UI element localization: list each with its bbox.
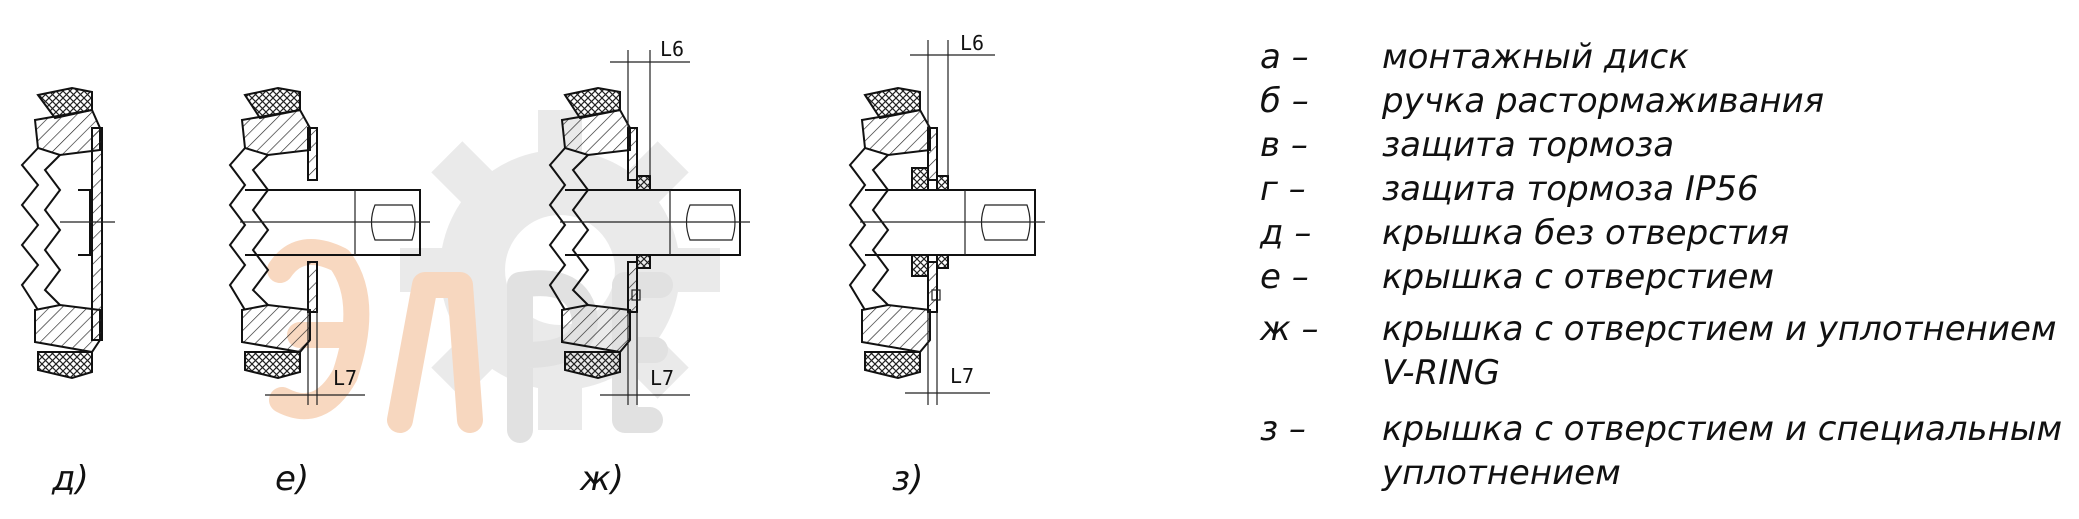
legend-letter-a: а – xyxy=(1260,37,1309,77)
figure-caption-e: е) xyxy=(275,459,309,499)
figure-caption-d: д) xyxy=(51,459,89,499)
dimension-l7-label: L7 xyxy=(650,366,674,390)
watermark-letter-l xyxy=(387,272,483,433)
legend-text-a: монтажный диск xyxy=(1382,37,1689,77)
figure-caption-zh: ж) xyxy=(579,459,624,499)
legend-text-d: крышка без отверстия xyxy=(1382,213,1789,253)
figure-d-cover-without-hole xyxy=(20,86,115,380)
legend-letter-z: з – xyxy=(1260,409,1306,449)
dimension-l7-label: L7 xyxy=(333,366,357,390)
dimension-l6-label: L6 xyxy=(660,37,684,61)
legend-text-b: ручка растормаживания xyxy=(1381,81,1824,121)
legend-text-z: крышка с отверстием и специальным xyxy=(1382,409,2062,449)
figure-z-cover-with-special-seal: L6 L7 xyxy=(848,31,1045,405)
watermark-letter-e xyxy=(612,272,673,433)
legend-letter-zh: ж – xyxy=(1259,309,1318,349)
legend-text-g: защита тормоза IP56 xyxy=(1382,169,1759,209)
legend-letter-b: б – xyxy=(1260,81,1309,121)
figure-zh-cover-with-v-ring: L6 L7 xyxy=(548,37,750,405)
legend-text-v: защита тормоза xyxy=(1382,125,1674,165)
legend-letter-g: г – xyxy=(1260,169,1306,209)
legend-text-z-line2: уплотнением xyxy=(1381,453,1621,493)
legend-letter-e: е – xyxy=(1260,257,1309,297)
legend-letter-v: в – xyxy=(1260,125,1308,165)
dimension-l7-label: L7 xyxy=(950,364,974,388)
dimension-l6-label: L6 xyxy=(960,31,984,55)
legend-text-zh-line2: V-RING xyxy=(1382,353,1500,393)
legend-text-zh: крышка с отверстием и уплотнением xyxy=(1382,309,2057,349)
legend: а – монтажный диск б – ручка растормажив… xyxy=(1259,37,2062,493)
legend-text-e: крышка с отверстием xyxy=(1382,257,1774,297)
figure-e-cover-with-hole: L7 xyxy=(228,86,430,405)
legend-letter-d: д – xyxy=(1259,213,1311,253)
figure-caption-z: з) xyxy=(892,459,923,499)
